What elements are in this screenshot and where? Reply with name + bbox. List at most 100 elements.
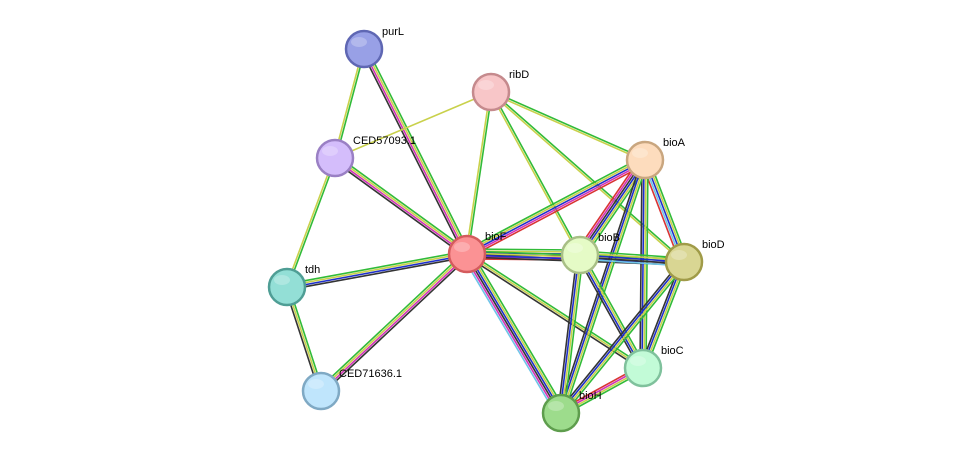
node-label: tdh	[305, 264, 320, 276]
edge-line	[286, 256, 469, 291]
edge-line	[335, 154, 470, 253]
node-CED71636.1[interactable]: CED71636.1	[301, 368, 402, 411]
node-highlight	[567, 243, 583, 253]
edge-line	[562, 263, 688, 416]
node-label: CED57093.1	[353, 135, 416, 147]
edge-line	[470, 250, 567, 412]
edge-line	[287, 157, 337, 289]
edge-line	[334, 91, 492, 159]
node-circle[interactable]	[560, 235, 600, 275]
node-highlight	[351, 37, 367, 47]
node-circle[interactable]	[664, 242, 704, 282]
edge-line	[491, 90, 582, 256]
edge-line	[322, 255, 470, 394]
node-highlight	[478, 80, 494, 90]
node-purL[interactable]: purL	[344, 26, 404, 69]
node-label: bioH	[579, 390, 602, 402]
node-circle[interactable]	[471, 72, 511, 112]
edge-line	[578, 254, 643, 370]
edge-line	[465, 157, 645, 254]
node-CED57093.1[interactable]: CED57093.1	[315, 135, 416, 178]
edge-line	[461, 255, 558, 417]
edge-ribD-bioB	[489, 90, 582, 257]
edge-bioB-bioC	[576, 252, 647, 371]
node-highlight	[671, 250, 687, 260]
edge-line	[489, 91, 685, 264]
node-highlight	[632, 148, 648, 158]
edge-line	[465, 91, 491, 255]
edge-line	[559, 260, 685, 414]
edge-line	[286, 252, 468, 287]
edge-line	[576, 255, 642, 371]
edge-line	[364, 47, 469, 255]
node-highlight	[308, 379, 324, 389]
edge-line	[467, 160, 647, 257]
node-bioF[interactable]: bioF	[447, 231, 507, 274]
edge-CED57093.1-bioF	[332, 154, 470, 258]
edge-line	[463, 254, 560, 416]
node-bioD[interactable]: bioD	[664, 239, 725, 282]
node-label: purL	[382, 26, 404, 38]
edge-line	[468, 251, 565, 413]
edge-line	[466, 248, 581, 251]
node-bioH[interactable]: bioH	[541, 390, 602, 433]
edge-line	[559, 254, 580, 414]
edge-line	[490, 90, 647, 160]
edge-line	[467, 91, 493, 255]
node-label: bioF	[485, 231, 507, 243]
edge-line	[332, 159, 467, 258]
node-circle[interactable]	[301, 371, 341, 411]
edge-ribD-CED57093.1	[334, 91, 492, 159]
edge-line	[563, 254, 584, 415]
node-circle[interactable]	[447, 234, 487, 274]
edge-line	[334, 156, 469, 254]
edge-line	[466, 159, 646, 255]
edge-line	[360, 49, 466, 257]
edge-line	[464, 155, 644, 252]
edge-line	[319, 252, 468, 392]
node-highlight	[630, 356, 646, 366]
node-label: ribD	[509, 69, 529, 81]
node-label: bioA	[663, 137, 686, 149]
node-bioA[interactable]: bioA	[625, 137, 686, 180]
node-ribD[interactable]: ribD	[471, 69, 529, 112]
edge-line	[561, 254, 582, 414]
node-circle[interactable]	[623, 348, 663, 388]
node-circle[interactable]	[625, 140, 665, 180]
edge-line	[465, 253, 561, 415]
node-circle[interactable]	[344, 29, 384, 69]
node-bioB[interactable]: bioB	[560, 232, 620, 275]
node-circle[interactable]	[315, 138, 355, 178]
edge-CED57093.1-tdh	[285, 156, 337, 289]
edge-line	[489, 92, 646, 162]
edge-line	[557, 253, 578, 414]
node-label: bioC	[661, 345, 684, 357]
edge-line	[489, 91, 580, 257]
edge-line	[561, 159, 647, 415]
edge-line	[575, 156, 642, 253]
node-circle[interactable]	[267, 267, 307, 307]
edge-bioF-bioH	[461, 250, 567, 417]
edge-line	[318, 251, 466, 390]
node-highlight	[454, 242, 470, 252]
edge-line	[467, 252, 563, 414]
node-circle[interactable]	[541, 393, 581, 433]
edge-line	[559, 158, 645, 414]
network-edges	[284, 46, 689, 417]
edge-line	[362, 48, 467, 256]
edge-bioF-bioA	[464, 155, 648, 259]
edge-line	[365, 46, 471, 254]
node-tdh[interactable]: tdh	[267, 264, 320, 307]
edge-line	[490, 90, 686, 263]
network-nodes: purL ribD CED57093.1 bioA bioF bioB bioD tdh bio…	[267, 26, 725, 433]
edge-purL-bioF	[360, 46, 471, 257]
edge-line	[581, 252, 647, 368]
edge-line	[286, 254, 468, 289]
edge-line	[563, 160, 649, 415]
node-bioC[interactable]: bioC	[623, 345, 684, 388]
edge-line	[560, 261, 686, 415]
edge-line	[466, 253, 644, 369]
node-highlight	[548, 401, 564, 411]
edge-line	[639, 159, 643, 369]
